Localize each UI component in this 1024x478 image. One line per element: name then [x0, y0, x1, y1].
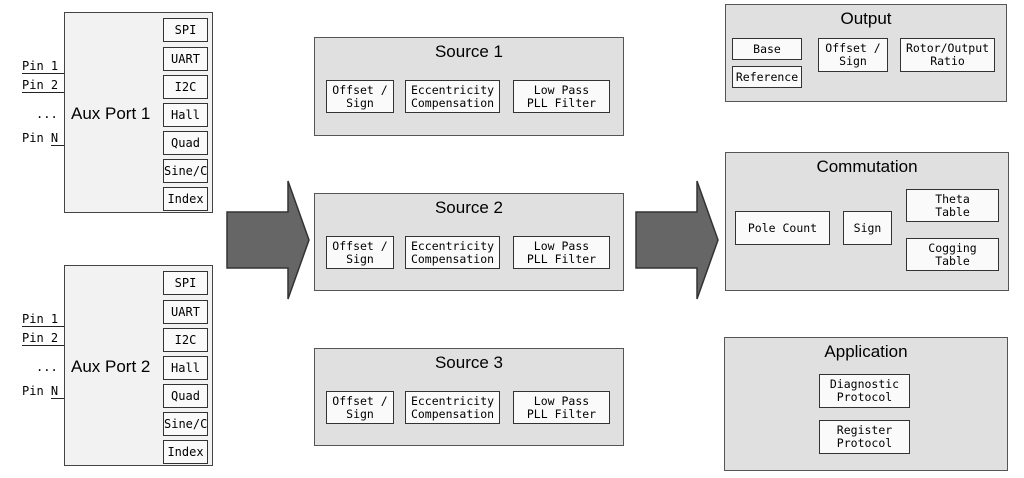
- sign-block: Sign: [843, 211, 892, 245]
- protocol-sine: Sine/C: [163, 412, 208, 436]
- theta-table-block: Theta Table: [906, 189, 999, 222]
- offset-sign-block: Offset / Sign: [326, 391, 394, 424]
- protocol-quad: Quad: [163, 384, 208, 408]
- source-title: Source 3: [434, 353, 504, 372]
- protocol-hall: Hall: [163, 103, 208, 127]
- aux-port-label: Aux Port 2: [71, 357, 151, 376]
- pin-1-wire: [22, 326, 64, 327]
- pin-n-wire: [51, 398, 64, 399]
- protocol-spi: SPI: [163, 271, 208, 295]
- protocol-uart: UART: [163, 47, 208, 71]
- output-title: Output: [840, 9, 892, 28]
- pin-n-wire: [51, 145, 64, 146]
- source-title: Source 2: [434, 198, 504, 217]
- reference-block: Reference: [732, 66, 802, 88]
- pin-2-wire: [22, 92, 64, 93]
- pole-count-block: Pole Count: [735, 211, 830, 245]
- pin-1-label: Pin 1: [22, 59, 59, 73]
- protocol-index: Index: [163, 187, 208, 211]
- source-title: Source 1: [434, 42, 504, 61]
- pin-n-label: Pin N: [22, 131, 59, 145]
- protocol-i2c: I2C: [163, 75, 208, 99]
- pin-2-wire: [22, 345, 64, 346]
- low-pass-pll-filter-block: Low Pass PLL Filter: [513, 236, 610, 269]
- eccentricity-compensation-block: Eccentricity Compensation: [405, 236, 500, 269]
- protocol-sine: Sine/C: [163, 159, 208, 183]
- offset-sign-block: Offset / Sign: [326, 80, 394, 113]
- protocol-i2c: I2C: [163, 328, 208, 352]
- protocol-spi: SPI: [163, 18, 208, 42]
- protocol-uart: UART: [163, 300, 208, 324]
- protocol-quad: Quad: [163, 131, 208, 155]
- aux-port-label: Aux Port 1: [71, 104, 151, 123]
- diagnostic-protocol-block: Diagnostic Protocol: [819, 374, 910, 408]
- pin-2-label: Pin 2: [22, 331, 59, 345]
- pin-n-label: Pin N: [22, 384, 59, 398]
- cogging-table-block: Cogging Table: [906, 238, 999, 271]
- arrow-right-icon: [226, 180, 310, 300]
- protocol-hall: Hall: [163, 356, 208, 380]
- pin-2-label: Pin 2: [22, 78, 59, 92]
- pin-ellipsis: ...: [36, 360, 58, 374]
- offset-sign-block: Offset / Sign: [818, 38, 888, 72]
- pin-1-label: Pin 1: [22, 312, 59, 326]
- pin-ellipsis: ...: [36, 107, 58, 121]
- eccentricity-compensation-block: Eccentricity Compensation: [405, 80, 500, 113]
- protocol-index: Index: [163, 440, 208, 464]
- commutation-title: Commutation: [816, 157, 918, 176]
- application-title: Application: [824, 342, 908, 361]
- rotor-output-ratio-block: Rotor/Output Ratio: [900, 38, 995, 72]
- register-protocol-block: Register Protocol: [819, 420, 910, 454]
- arrow-right-icon: [635, 180, 719, 300]
- base-block: Base: [732, 38, 802, 60]
- offset-sign-block: Offset / Sign: [326, 236, 394, 269]
- low-pass-pll-filter-block: Low Pass PLL Filter: [513, 80, 610, 113]
- pin-1-wire: [22, 73, 64, 74]
- eccentricity-compensation-block: Eccentricity Compensation: [405, 391, 500, 424]
- low-pass-pll-filter-block: Low Pass PLL Filter: [513, 391, 610, 424]
